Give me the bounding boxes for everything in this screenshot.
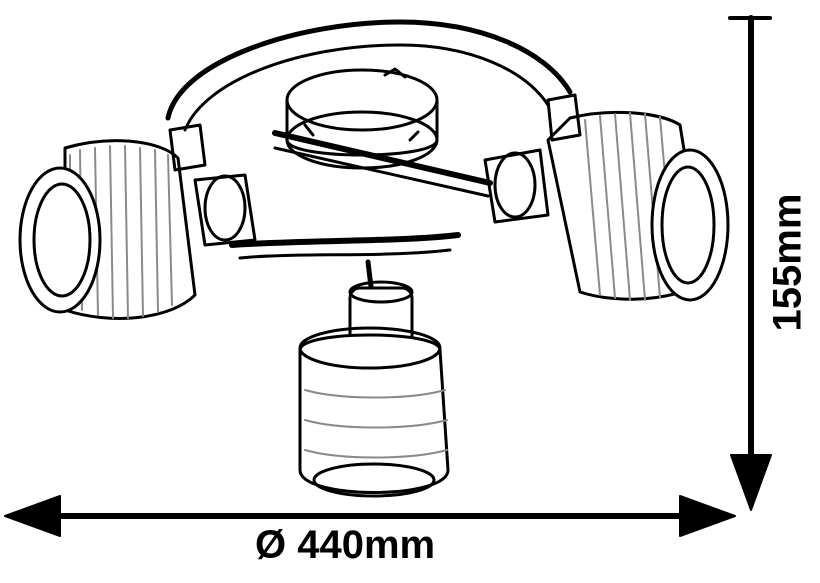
right-spotlight	[483, 93, 730, 302]
bottom-spotlight	[298, 259, 450, 498]
width-dimension-label: Ø 440mm	[255, 523, 436, 567]
upper-arc-bar	[165, 19, 573, 132]
height-dimension-label: 155mm	[765, 193, 810, 332]
width-dimension-line	[4, 495, 736, 537]
left-spotlight	[18, 123, 257, 320]
height-dimension-line	[728, 15, 772, 511]
lower-crossbar	[229, 130, 493, 260]
